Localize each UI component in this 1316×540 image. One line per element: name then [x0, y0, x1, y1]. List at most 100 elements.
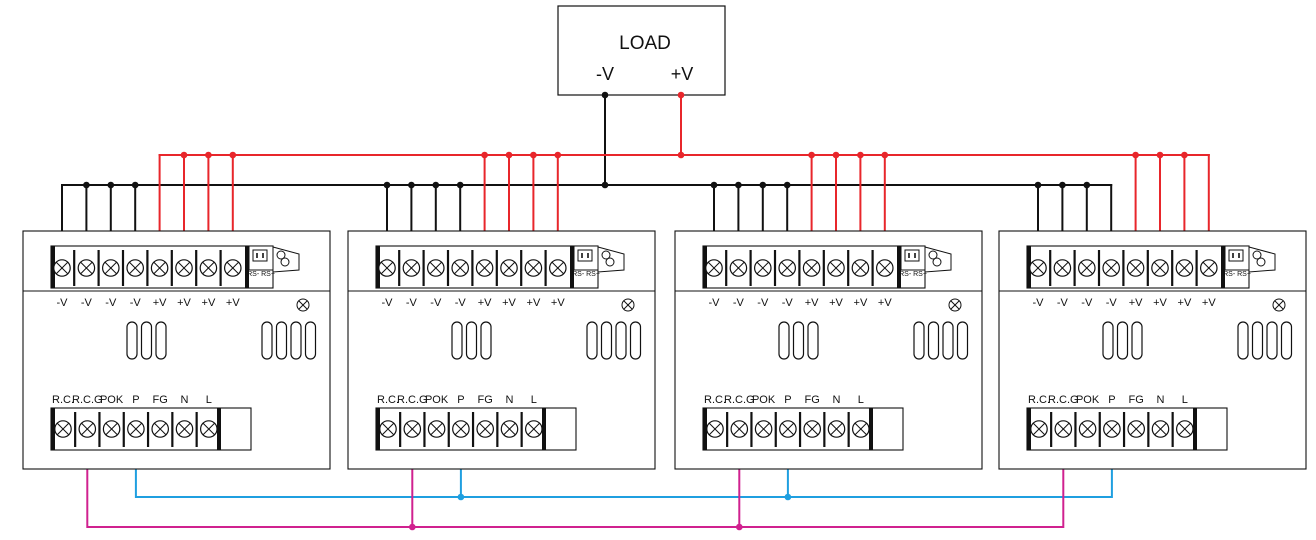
control-terminal-label: R.C.G: [72, 394, 103, 406]
load-negative-label: -V: [596, 64, 614, 84]
vent-slot: [942, 321, 954, 360]
screw-cross: [1130, 423, 1143, 435]
screw-cross: [454, 262, 467, 274]
junction-dot: [180, 151, 188, 159]
control-terminal-label: P: [132, 394, 139, 406]
vent-slot: [155, 321, 167, 360]
vent-slot: [290, 321, 302, 360]
screw-cross: [709, 423, 721, 435]
remote-sense-label: RS- RS+: [899, 271, 927, 278]
terminal-block-end: [897, 246, 901, 288]
load-box-outline: [557, 5, 726, 96]
screw-cross: [503, 423, 516, 435]
vent-slot: [1131, 321, 1143, 360]
junction-dot: [601, 91, 609, 99]
screw-cross: [105, 423, 118, 435]
junction-dot: [432, 181, 440, 189]
output-terminal-label: +V: [502, 297, 516, 309]
screw-cross: [756, 262, 769, 274]
output-terminal-label: -V: [455, 297, 467, 309]
screw-cross: [805, 262, 818, 274]
screw-cross: [1202, 262, 1215, 274]
vent-slot: [304, 321, 317, 360]
vent-slot: [1266, 321, 1278, 360]
vent-slot: [140, 321, 153, 360]
vent-slot: [1102, 321, 1114, 360]
remote-control-ground-bus: [86, 429, 1065, 528]
screw-cross: [854, 423, 867, 435]
junction-dot: [456, 181, 464, 189]
vent-slot: [261, 321, 273, 360]
junction-dot: [505, 151, 513, 159]
screw-cross: [405, 262, 418, 274]
junction-dot: [1132, 151, 1139, 159]
junction-dot: [1181, 151, 1188, 159]
output-terminal-label: -V: [81, 297, 93, 309]
screw-cross: [1056, 262, 1069, 274]
output-terminal-label: +V: [854, 297, 868, 309]
screw-cross: [878, 262, 891, 274]
screw-cross: [382, 423, 394, 435]
vent-slot: [126, 321, 138, 360]
screw-cross: [708, 262, 720, 274]
screw-cross: [781, 262, 794, 274]
output-terminal-label: -V: [757, 297, 769, 309]
vent-slot: [480, 321, 492, 360]
junction-dot: [784, 493, 792, 501]
terminal-block-end: [376, 246, 380, 288]
vent-slot: [615, 321, 627, 360]
junction-dot: [383, 181, 391, 189]
screw-cross: [527, 262, 540, 274]
remote-sense-socket: [252, 249, 268, 262]
load-box: LOAD -V +V: [557, 5, 726, 96]
load-title: LOAD: [619, 33, 671, 54]
control-terminal-label: FG: [1129, 394, 1144, 406]
terminal-block-end: [570, 246, 574, 288]
remote-sense-label: RS- RS+: [572, 271, 600, 278]
terminal-block-end: [1221, 246, 1225, 288]
control-terminal-label: N: [181, 394, 189, 406]
junction-dot: [736, 523, 743, 531]
mounting-screw-icon: [1256, 257, 1266, 267]
junction-dot: [1059, 181, 1066, 189]
screw-cross: [154, 423, 167, 435]
screw-cross: [479, 423, 492, 435]
terminal-block-end: [869, 408, 873, 450]
vent-slot: [956, 321, 969, 360]
vent-slot: [629, 321, 642, 360]
vent-slot: [807, 321, 819, 360]
screw-cross: [854, 262, 867, 274]
control-terminal-label: L: [531, 394, 537, 406]
screw-cross: [129, 262, 142, 274]
control-terminal-label: POK: [100, 394, 124, 406]
control-terminal-label: POK: [752, 394, 776, 406]
output-terminal-label: +V: [1129, 297, 1143, 309]
screw-cross: [503, 262, 515, 274]
screw-cross: [1129, 262, 1142, 274]
screw-cross: [153, 262, 166, 274]
vent-slot: [1237, 321, 1249, 360]
screw-cross: [1081, 423, 1094, 435]
junction-dots: [83, 91, 1188, 531]
junction-dot: [677, 151, 685, 159]
output-terminal-label: -V: [430, 297, 442, 309]
screw-cross: [830, 423, 843, 435]
remote-sense-socket: [577, 249, 593, 262]
control-terminal-label: R.C.G: [397, 394, 428, 406]
junction-dot: [409, 523, 416, 531]
junction-dot: [759, 181, 767, 189]
control-terminal-label: R.C.: [1028, 394, 1050, 406]
control-terminal-label: R.C.G: [724, 394, 755, 406]
output-terminal-label: -V: [382, 297, 394, 309]
output-terminal-label: -V: [57, 297, 69, 309]
vent-slot: [1280, 321, 1293, 360]
output-terminal-label: +V: [1202, 297, 1216, 309]
remote-sense-socket: [1228, 249, 1244, 262]
remote-sense-socket: [904, 249, 920, 262]
terminal-block-end: [542, 408, 546, 450]
screw-cross: [178, 262, 190, 274]
potentiometer-cross: [298, 300, 308, 310]
